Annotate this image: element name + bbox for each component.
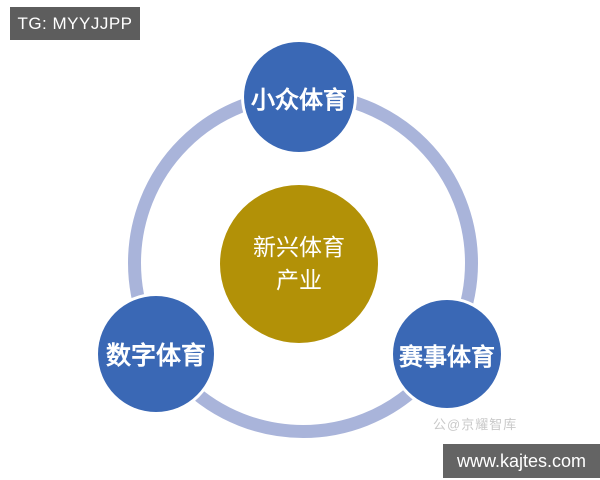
telegram-tag-badge: TG: MYYJJPP [10,7,140,40]
satellite-circle-event-sports: 赛事体育 [393,300,501,408]
center-label-line2: 产业 [276,267,322,293]
satellite-label: 小众体育 [251,86,347,114]
center-circle-emerging-sports-industry: 新兴体育 产业 [220,185,378,343]
satellite-circle-niche-sports: 小众体育 [244,42,354,152]
satellite-label: 赛事体育 [399,343,495,371]
site-watermark-badge: www.kajtes.com [443,444,600,478]
source-watermark: 公@京耀智库 [433,417,518,432]
satellite-circle-digital-sports: 数字体育 [98,296,214,412]
center-label-line1: 新兴体育 [253,234,345,260]
telegram-tag-label: TG: MYYJJPP [17,13,133,33]
site-watermark-label: www.kajtes.com [456,450,587,471]
satellite-label: 数字体育 [105,342,206,370]
